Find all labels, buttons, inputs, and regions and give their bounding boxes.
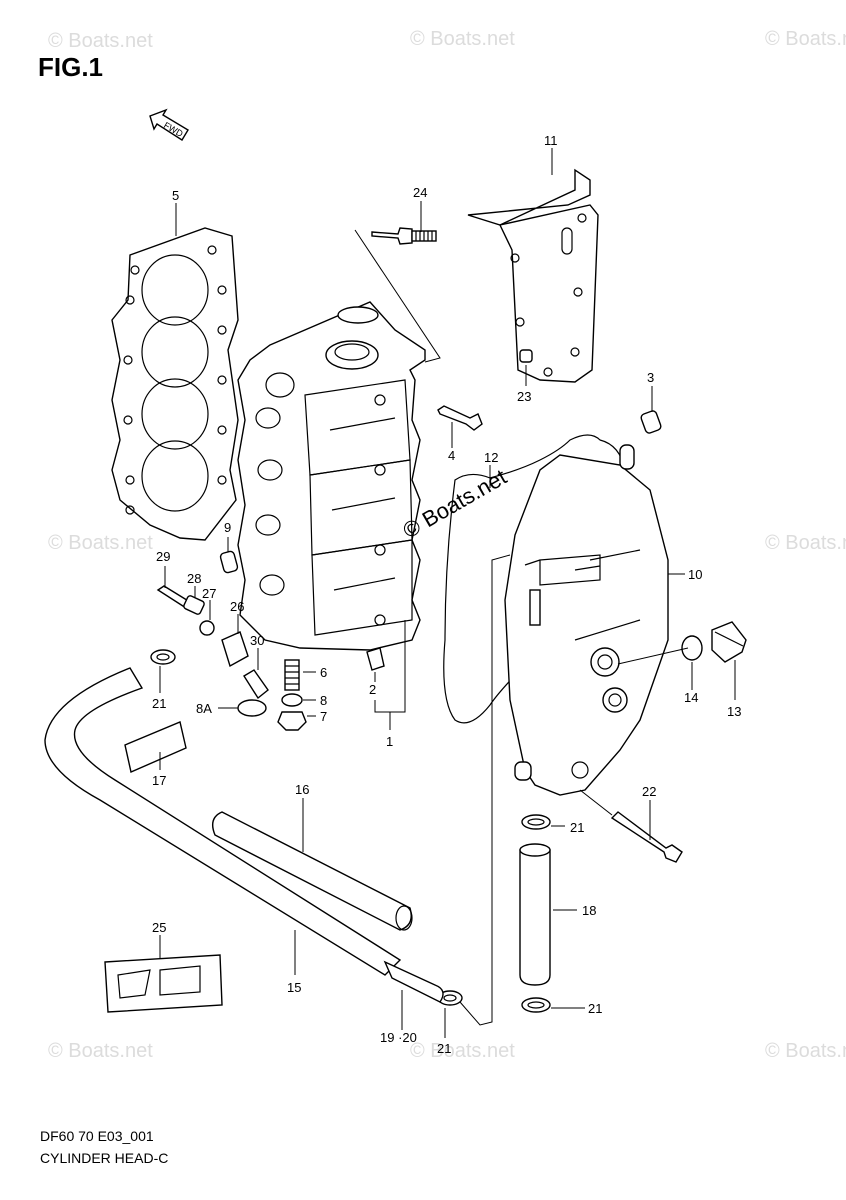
- callout-13: 13: [727, 704, 742, 719]
- callout-4: 4: [448, 448, 456, 463]
- o-ring: [681, 635, 703, 661]
- callout-14: 14: [684, 690, 699, 705]
- decal-25: [104, 954, 223, 1013]
- callout-10: 10: [688, 567, 703, 582]
- watermark: © Boats.net: [410, 1040, 515, 1062]
- watermark: © Boats.net: [48, 532, 153, 554]
- callout-16: 16: [295, 782, 310, 797]
- hose-15: [44, 667, 402, 976]
- callout-8a: 8A: [196, 701, 212, 716]
- watermark: © Boats.net: [765, 28, 846, 50]
- watermark: © Boats.net: [48, 1040, 153, 1062]
- callout-15: 15: [287, 980, 302, 995]
- callout-7: 7: [320, 709, 328, 724]
- figure-title: FIG.1: [38, 52, 104, 82]
- callout-21-left: 21: [152, 696, 167, 711]
- spark-plug: [371, 227, 437, 245]
- callout-11: 11: [544, 133, 558, 148]
- sensor-2: [366, 647, 385, 671]
- callout-12: 12: [484, 450, 499, 465]
- bolt-4: [437, 405, 483, 431]
- bracket-plate: [467, 168, 599, 383]
- callout-1: 1: [386, 734, 394, 749]
- hose-clamp: [150, 649, 551, 1013]
- cylinder-head: [237, 301, 426, 651]
- callout-8: 8: [320, 693, 328, 708]
- callout-2: 2: [369, 682, 377, 697]
- hose-19-20: [383, 960, 444, 1003]
- hose-18: [519, 843, 551, 986]
- stud-6: [284, 659, 300, 691]
- callout-25: 25: [152, 920, 167, 935]
- callout-23: 23: [517, 389, 532, 404]
- callout-3: 3: [647, 370, 655, 385]
- callout-5: 5: [172, 188, 180, 203]
- bolt-23: [519, 349, 533, 363]
- head-gasket: [111, 227, 239, 541]
- callout-18: 18: [582, 903, 597, 918]
- callout-30: 30: [250, 633, 265, 648]
- pin-28: [183, 595, 205, 615]
- nut-7: [277, 711, 307, 731]
- callout-17: 17: [152, 773, 167, 788]
- callout-22: 22: [642, 784, 657, 799]
- callout-21-bottom: 21: [437, 1041, 452, 1056]
- fitting-26: [221, 631, 249, 668]
- bolt-30: [243, 669, 269, 700]
- washer-27: [199, 620, 215, 636]
- dowel-pin-9: [219, 550, 239, 574]
- oil-filler-cap: [711, 621, 747, 663]
- footer-model-code: DF60 70 E03_001: [40, 1128, 154, 1144]
- callout-27: 27: [202, 586, 217, 601]
- callout-6: 6: [320, 665, 328, 680]
- callout-19-20: 19 ·20: [380, 1030, 417, 1045]
- footer-section-name: CYLINDER HEAD-C: [40, 1150, 169, 1166]
- watermark: © Boats.net: [48, 30, 153, 52]
- callout-21-upper: 21: [570, 820, 585, 835]
- washer-8: [281, 693, 303, 707]
- callout-26: 26: [230, 599, 245, 614]
- callout-9: 9: [224, 520, 232, 535]
- plug-3: [640, 410, 662, 434]
- callout-21-lower: 21: [588, 1001, 603, 1016]
- callout-29: 29: [156, 549, 171, 564]
- watermark: © Boats.net: [410, 28, 515, 50]
- hose-16: [212, 811, 413, 931]
- bolt-22: [610, 811, 683, 863]
- cylinder-head-cover: [504, 444, 669, 796]
- sleeve-17: [124, 721, 187, 773]
- callout-28: 28: [187, 571, 202, 586]
- watermark: © Boats.net: [765, 532, 846, 554]
- watermark: © Boats.net: [765, 1040, 846, 1062]
- callout-24: 24: [413, 185, 428, 200]
